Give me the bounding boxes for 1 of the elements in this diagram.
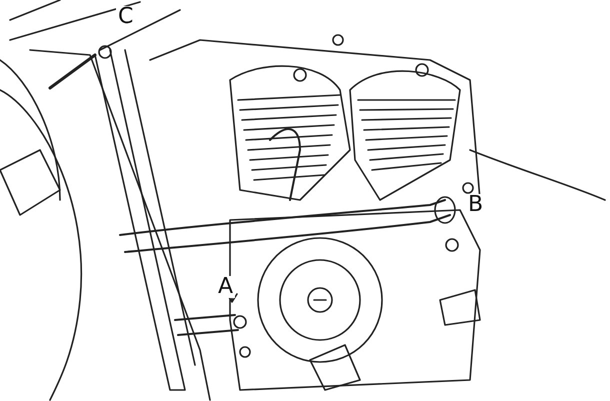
part-letter: A [216, 276, 236, 298]
